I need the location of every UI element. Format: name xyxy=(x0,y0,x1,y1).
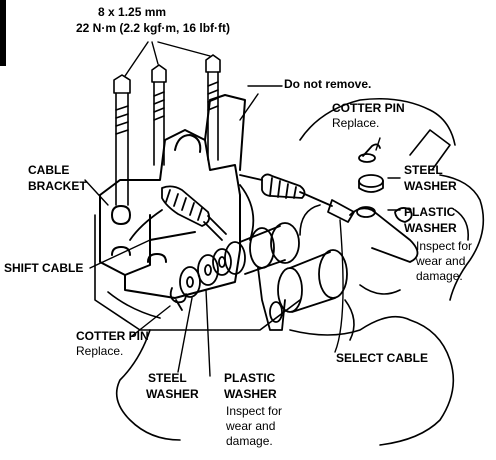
label-leader-lines xyxy=(84,85,401,377)
plastic-washer-bottom-note-line3: damage. xyxy=(226,434,273,448)
shift-cable xyxy=(129,185,227,241)
plastic-washer-right-note-line3: damage. xyxy=(416,269,463,283)
page-edge-bar xyxy=(0,0,6,66)
plastic-washer-right-label-line2: WASHER xyxy=(404,221,457,235)
lower-washers xyxy=(169,248,232,311)
plastic-washer-right-label-line1: PLASTIC xyxy=(404,205,456,219)
bolt-size-label: 8 x 1.25 mm xyxy=(98,5,167,19)
steel-washer-right-label-line1: STEEL xyxy=(404,163,443,177)
bolt-torque-label: 22 N·m (2.2 kgf·m, 16 lbf·ft) xyxy=(76,21,231,35)
cotter-pin-right-label: COTTER PIN xyxy=(332,101,405,115)
select-cable-label: SELECT CABLE xyxy=(336,351,429,365)
steel-washer-right-label-line2: WASHER xyxy=(404,179,457,193)
select-lever-right xyxy=(349,143,419,263)
steel-washer-bottom-label-line2: WASHER xyxy=(146,387,199,401)
cable-bracket-label-line2: BRACKET xyxy=(28,179,87,193)
plastic-washer-right-note-line1: Inspect for xyxy=(416,239,473,253)
plastic-washer-bottom-note-line2: wear and xyxy=(226,419,276,433)
cotter-pin-right-note: Replace. xyxy=(332,116,380,130)
cotter-pin-left-label: COTTER PIN xyxy=(76,329,149,343)
plastic-washer-bottom-label-line2: WASHER xyxy=(224,387,277,401)
mounting-bolts xyxy=(113,54,221,206)
steel-washer-bottom-label-line1: STEEL xyxy=(148,371,187,385)
shift-cable-label: SHIFT CABLE xyxy=(4,261,84,275)
plastic-washer-bottom-label-line1: PLASTIC xyxy=(224,371,276,385)
bolt-leader-lines xyxy=(124,41,211,77)
selector-rollers xyxy=(224,222,348,331)
cotter-pin-left-note: Replace. xyxy=(76,344,124,358)
select-cable xyxy=(239,173,355,241)
do-not-remove-label: Do not remove. xyxy=(284,77,372,91)
plastic-washer-bottom-note-line1: Inspect for xyxy=(226,404,283,418)
plastic-washer-right-note-line2: wear and xyxy=(416,254,466,268)
cable-bracket-label-line1: CABLE xyxy=(28,163,70,177)
